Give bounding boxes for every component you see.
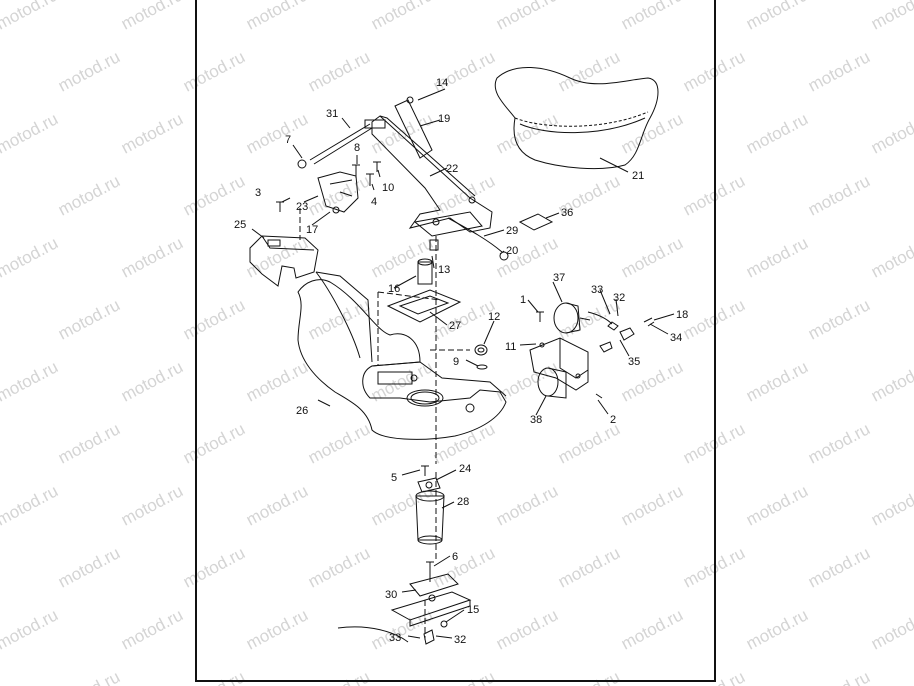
callout-8: 8 <box>354 142 360 154</box>
part-bumper <box>417 239 439 285</box>
callout-9: 9 <box>453 356 459 368</box>
callout-20: 20 <box>506 245 518 257</box>
callout-27: 27 <box>449 320 461 332</box>
callout-33b: 33 <box>389 632 401 644</box>
callout-23: 23 <box>296 201 308 213</box>
callout-2: 2 <box>610 414 616 426</box>
assembly-lines <box>299 208 470 640</box>
callout-5: 5 <box>391 472 397 484</box>
callout-34: 34 <box>670 332 682 344</box>
callout-11: 11 <box>505 341 516 353</box>
callout-14: 14 <box>436 77 448 89</box>
callout-17: 17 <box>306 224 318 236</box>
callout-35: 35 <box>628 356 640 368</box>
part-reflector-bracket <box>529 311 603 399</box>
callout-31: 31 <box>326 108 338 120</box>
callout-4: 4 <box>371 196 377 208</box>
callout-6: 6 <box>452 551 458 563</box>
callout-33a: 33 <box>591 284 603 296</box>
callout-30: 30 <box>385 589 397 601</box>
callout-12: 12 <box>488 311 500 323</box>
callout-1: 1 <box>520 294 526 306</box>
callout-18: 18 <box>676 309 688 321</box>
callout-3: 3 <box>255 187 261 199</box>
part-lamp <box>553 302 591 334</box>
diagram-frame <box>195 0 716 682</box>
callout-16: 16 <box>388 283 400 295</box>
part-mount <box>317 171 359 213</box>
leader-lines <box>251 88 675 639</box>
callout-25: 25 <box>234 219 246 231</box>
callout-21: 21 <box>632 170 644 182</box>
part-rod <box>297 119 386 169</box>
part-bracket <box>394 99 433 159</box>
callout-38: 38 <box>530 414 542 426</box>
callout-15: 15 <box>467 604 479 616</box>
part-seat <box>494 67 659 170</box>
part-plate <box>386 289 462 323</box>
callout-29: 29 <box>506 225 518 237</box>
callout-24: 24 <box>459 463 471 475</box>
callout-19: 19 <box>438 113 450 125</box>
callout-36: 36 <box>561 207 573 219</box>
callout-37: 37 <box>553 272 565 284</box>
part-lower-bracket <box>390 573 472 627</box>
callout-7: 7 <box>285 134 291 146</box>
part-seat-frame <box>371 115 493 237</box>
callout-28: 28 <box>457 496 469 508</box>
callout-10: 10 <box>382 182 394 194</box>
callout-13: 13 <box>438 264 450 276</box>
part-bumper-lower <box>415 490 445 545</box>
callout-22: 22 <box>446 163 458 175</box>
part-fender <box>297 271 507 440</box>
callout-26: 26 <box>296 405 308 417</box>
callout-32b: 32 <box>454 634 466 646</box>
part-clip-block <box>249 235 319 287</box>
callout-32a: 32 <box>613 292 625 304</box>
callout-labels: 1 2 3 4 5 6 7 8 9 10 11 12 13 14 15 16 1… <box>234 77 688 646</box>
